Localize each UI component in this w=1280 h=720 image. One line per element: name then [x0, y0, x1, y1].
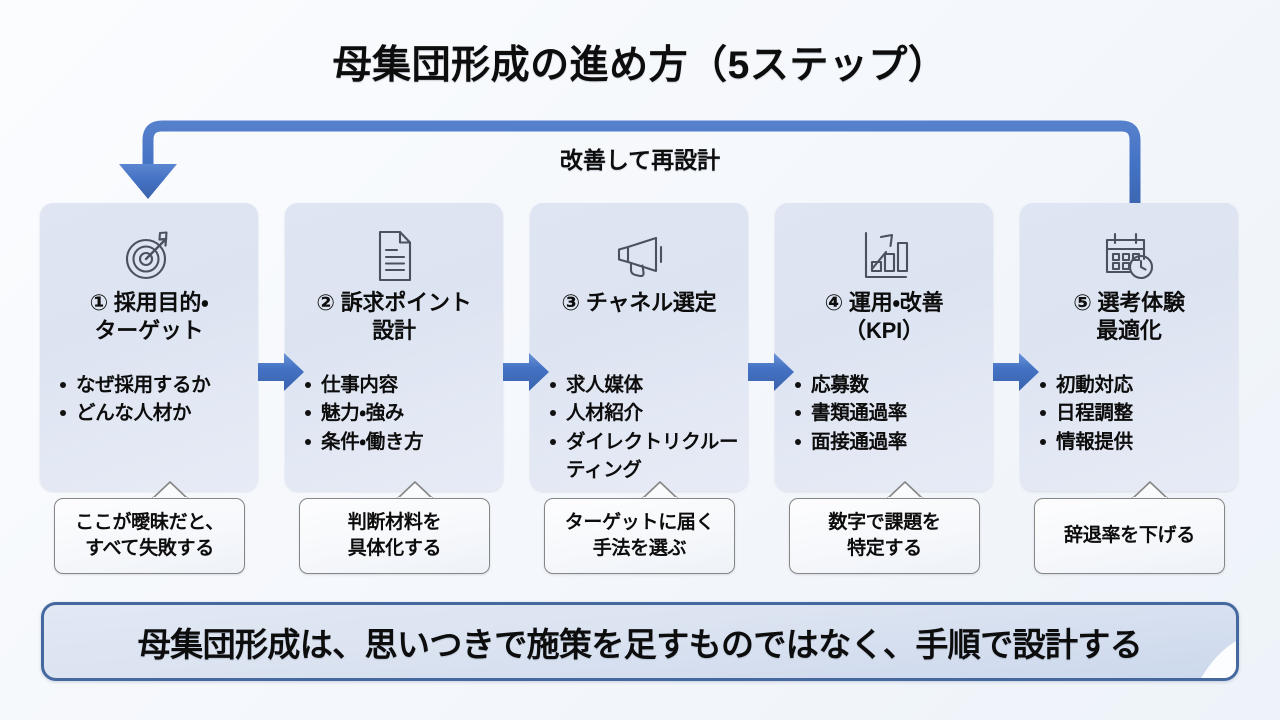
- bullet-item: 求人媒体: [547, 371, 743, 399]
- step-title-line: ターゲット: [94, 318, 204, 344]
- callout-2: 判断材料を 具体化する: [299, 481, 490, 574]
- step-title-1: ① 採用目的・ ターゲット: [48, 289, 250, 346]
- bullet-item: 応募数: [792, 371, 988, 399]
- step-card-2[interactable]: ② 訴求ポイント 設計 仕事内容 魅力・強み 条件・働き方: [285, 203, 503, 491]
- callout-line: 判断材料を: [347, 512, 442, 534]
- step-bullets-1: なぜ採用するか どんな人材か: [57, 371, 253, 428]
- step-arrow-3-to-4: [748, 353, 794, 391]
- target-icon: [40, 225, 258, 287]
- step-title-3: ③ チャネル選定: [538, 289, 740, 317]
- bullet-item: 魅力・強み: [302, 399, 498, 427]
- step-arrow-4-to-5: [993, 353, 1039, 391]
- callout-body: ターゲットに届く 手法を選ぶ: [544, 498, 735, 574]
- step-title-2: ② 訴求ポイント 設計: [293, 289, 495, 346]
- callout-line: すべて失敗する: [85, 538, 214, 559]
- callout-text: 判断材料を 具体化する: [348, 510, 442, 561]
- bullet-item: どんな人材か: [57, 399, 253, 427]
- callout-body: ここが曖昧だと、 すべて失敗する: [54, 498, 245, 574]
- callout-line: ターゲットに届く: [564, 512, 715, 534]
- callout-line: 手法を選ぶ: [592, 538, 687, 559]
- bullet-item: 書類通過率: [792, 399, 988, 427]
- step-title-line: （KPI）: [844, 318, 924, 344]
- steps-row: ① 採用目的・ ターゲット なぜ採用するか どんな人材か ② 訴求ポイント 設計…: [40, 203, 1240, 491]
- step-arrow-1-to-2: [258, 353, 304, 391]
- bar-chart-icon: [775, 225, 993, 287]
- bullet-item: なぜ採用するか: [57, 371, 253, 399]
- callout-line: ここが曖昧だと、: [75, 512, 224, 534]
- step-card-1[interactable]: ① 採用目的・ ターゲット なぜ採用するか どんな人材か: [40, 203, 258, 491]
- step-title-line: 最適化: [1096, 318, 1162, 344]
- bullet-item: 情報提供: [1037, 428, 1233, 456]
- feedback-loop-label: 改善して再設計: [559, 147, 721, 173]
- summary-banner-text: 母集団形成は、思いつきで施策を足すものではなく、手順で設計する: [137, 625, 1143, 663]
- callout-body: 判断材料を 具体化する: [299, 498, 490, 574]
- bullet-item: 人材紹介: [547, 399, 743, 427]
- callout-body: 辞退率を下げる: [1034, 498, 1225, 574]
- step-title-5: ⑤ 選考体験 最適化: [1028, 289, 1230, 346]
- callout-line: 具体化する: [347, 538, 442, 559]
- callout-text: 辞退率を下げる: [1064, 523, 1195, 549]
- step-title-line: ④ 運用・改善: [824, 290, 944, 315]
- summary-banner: 母集団形成は、思いつきで施策を足すものではなく、手順で設計する: [41, 602, 1239, 681]
- callout-body: 数字で課題を 特定する: [789, 498, 980, 574]
- bullet-item: 面接通過率: [792, 428, 988, 456]
- bullet-item: 初動対応: [1037, 371, 1233, 399]
- callout-text: ターゲットに届く 手法を選ぶ: [565, 510, 715, 561]
- callout-line: 辞退率を下げる: [1064, 525, 1195, 547]
- step-card-5[interactable]: ⑤ 選考体験 最適化 初動対応 日程調整 情報提供: [1020, 203, 1238, 491]
- megaphone-icon: [530, 225, 748, 287]
- bullet-item: ダイレクトリクルーティング: [547, 428, 743, 485]
- callout-text: 数字で課題を 特定する: [828, 510, 941, 561]
- step-card-4[interactable]: ④ 運用・改善 （KPI） 応募数 書類通過率 面接通過率: [775, 203, 993, 491]
- step-bullets-2: 仕事内容 魅力・強み 条件・働き方: [302, 371, 498, 456]
- callout-4: 数字で課題を 特定する: [789, 481, 980, 574]
- bullet-item: 条件・働き方: [302, 428, 498, 456]
- step-bullets-3: 求人媒体 人材紹介 ダイレクトリクルーティング: [547, 371, 743, 484]
- callout-3: ターゲットに届く 手法を選ぶ: [544, 481, 735, 574]
- callout-text: ここが曖昧だと、 すべて失敗する: [75, 510, 224, 561]
- bullet-item: 仕事内容: [302, 371, 498, 399]
- callout-line: 特定する: [847, 538, 922, 559]
- step-title-line: ③ チャネル選定: [561, 290, 717, 315]
- step-bullets-5: 初動対応 日程調整 情報提供: [1037, 371, 1233, 456]
- step-title-line: ② 訴求ポイント: [316, 290, 472, 315]
- page-title: 母集団形成の進め方（5ステップ）: [332, 44, 948, 87]
- step-arrow-2-to-3: [503, 353, 549, 391]
- step-title-line: ① 採用目的・: [89, 290, 209, 315]
- step-title-line: 設計: [372, 318, 416, 344]
- step-card-3[interactable]: ③ チャネル選定 求人媒体 人材紹介 ダイレクトリクルーティング: [530, 203, 748, 491]
- calendar-clock-icon: [1020, 225, 1238, 287]
- step-title-4: ④ 運用・改善 （KPI）: [783, 289, 985, 346]
- callouts-row: ここが曖昧だと、 すべて失敗する 判断材料を 具体化する ターゲットに届く 手法…: [40, 481, 1240, 579]
- step-bullets-4: 応募数 書類通過率 面接通過率: [792, 371, 988, 456]
- callout-5: 辞退率を下げる: [1034, 481, 1225, 574]
- bullet-item: 日程調整: [1037, 399, 1233, 427]
- callout-line: 数字で課題を: [828, 512, 941, 534]
- callout-1: ここが曖昧だと、 すべて失敗する: [54, 481, 245, 574]
- step-title-line: ⑤ 選考体験: [1073, 290, 1185, 315]
- document-icon: [285, 225, 503, 287]
